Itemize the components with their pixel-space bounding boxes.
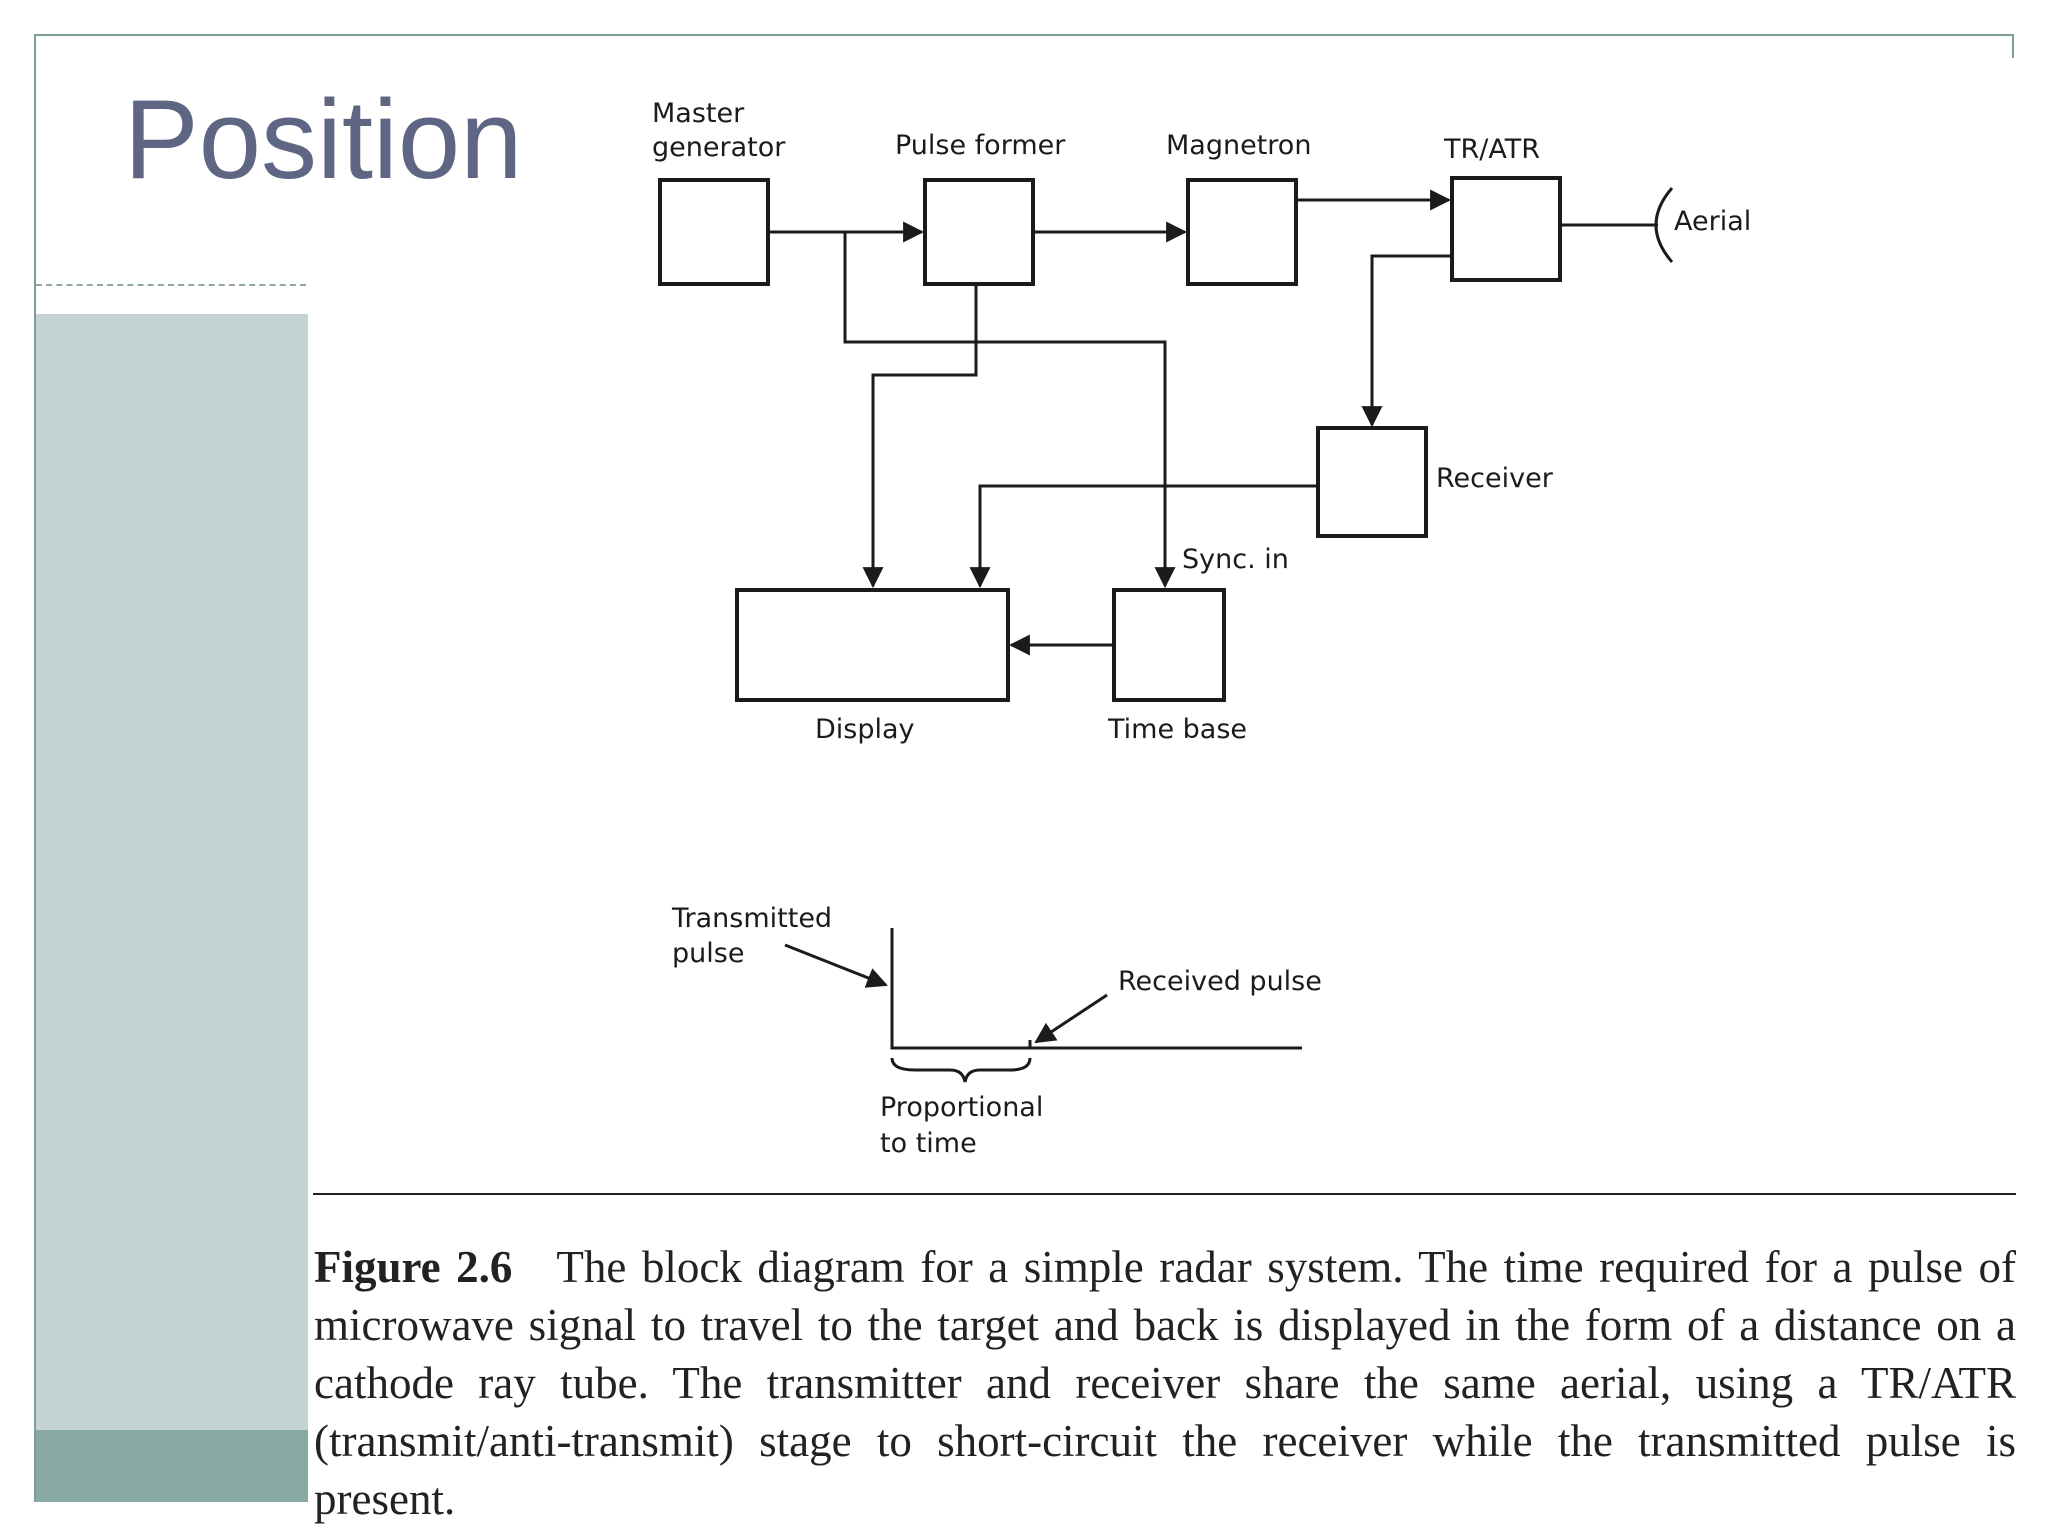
master-generator-block (658, 178, 770, 286)
magnetron-label: Magnetron (1166, 130, 1311, 161)
transmitted-pulse-label-2: pulse (672, 938, 744, 969)
slide-title: Position (124, 77, 523, 202)
pulse-former-label: Pulse former (895, 130, 1066, 161)
slide-frame-right-tick (2012, 34, 2014, 58)
display-label: Display (815, 714, 915, 745)
aerial-label: Aerial (1674, 206, 1751, 237)
master-generator-label-2: generator (652, 132, 786, 163)
time-base-block (1112, 588, 1226, 702)
pulse-trace (890, 928, 1302, 1050)
magnetron-block (1186, 178, 1298, 286)
received-pulse-arrow (1034, 993, 1108, 1044)
link-tr-atr-to-receiver (1361, 254, 1452, 428)
link-pulse-former-to-display (862, 284, 978, 589)
pulse-former-block (923, 178, 1035, 286)
figure-caption-text: The block diagram for a simple radar sys… (314, 1242, 2016, 1524)
side-panel (36, 314, 308, 1430)
slide-frame-left (34, 34, 36, 1502)
display-block (735, 588, 1010, 702)
transmitted-pulse-arrow (784, 943, 888, 988)
link-generator-to-time-base (843, 232, 1167, 445)
aerial-icon (1654, 187, 1674, 263)
side-panel-accent (36, 1430, 308, 1502)
link-receiver-to-display (969, 484, 1318, 589)
master-generator-label-1: Master (652, 98, 745, 129)
proportional-brace (890, 1057, 1032, 1083)
tr-atr-label: TR/ATR (1443, 134, 1540, 165)
proportional-label-1: Proportional (880, 1092, 1043, 1123)
sync-in-label: Sync. in (1182, 544, 1289, 575)
receiver-label: Receiver (1436, 463, 1554, 494)
caption-rule (313, 1193, 2016, 1195)
title-divider (36, 284, 306, 286)
slide-frame-top (34, 34, 2014, 36)
figure-label: Figure 2.6 (314, 1242, 513, 1292)
tr-atr-block (1450, 176, 1562, 282)
received-pulse-label: Received pulse (1118, 966, 1322, 997)
receiver-block (1316, 426, 1428, 538)
transmitted-pulse-label-1: Transmitted (671, 903, 832, 934)
proportional-label-2: to time (880, 1128, 977, 1159)
time-base-label: Time base (1107, 714, 1247, 745)
